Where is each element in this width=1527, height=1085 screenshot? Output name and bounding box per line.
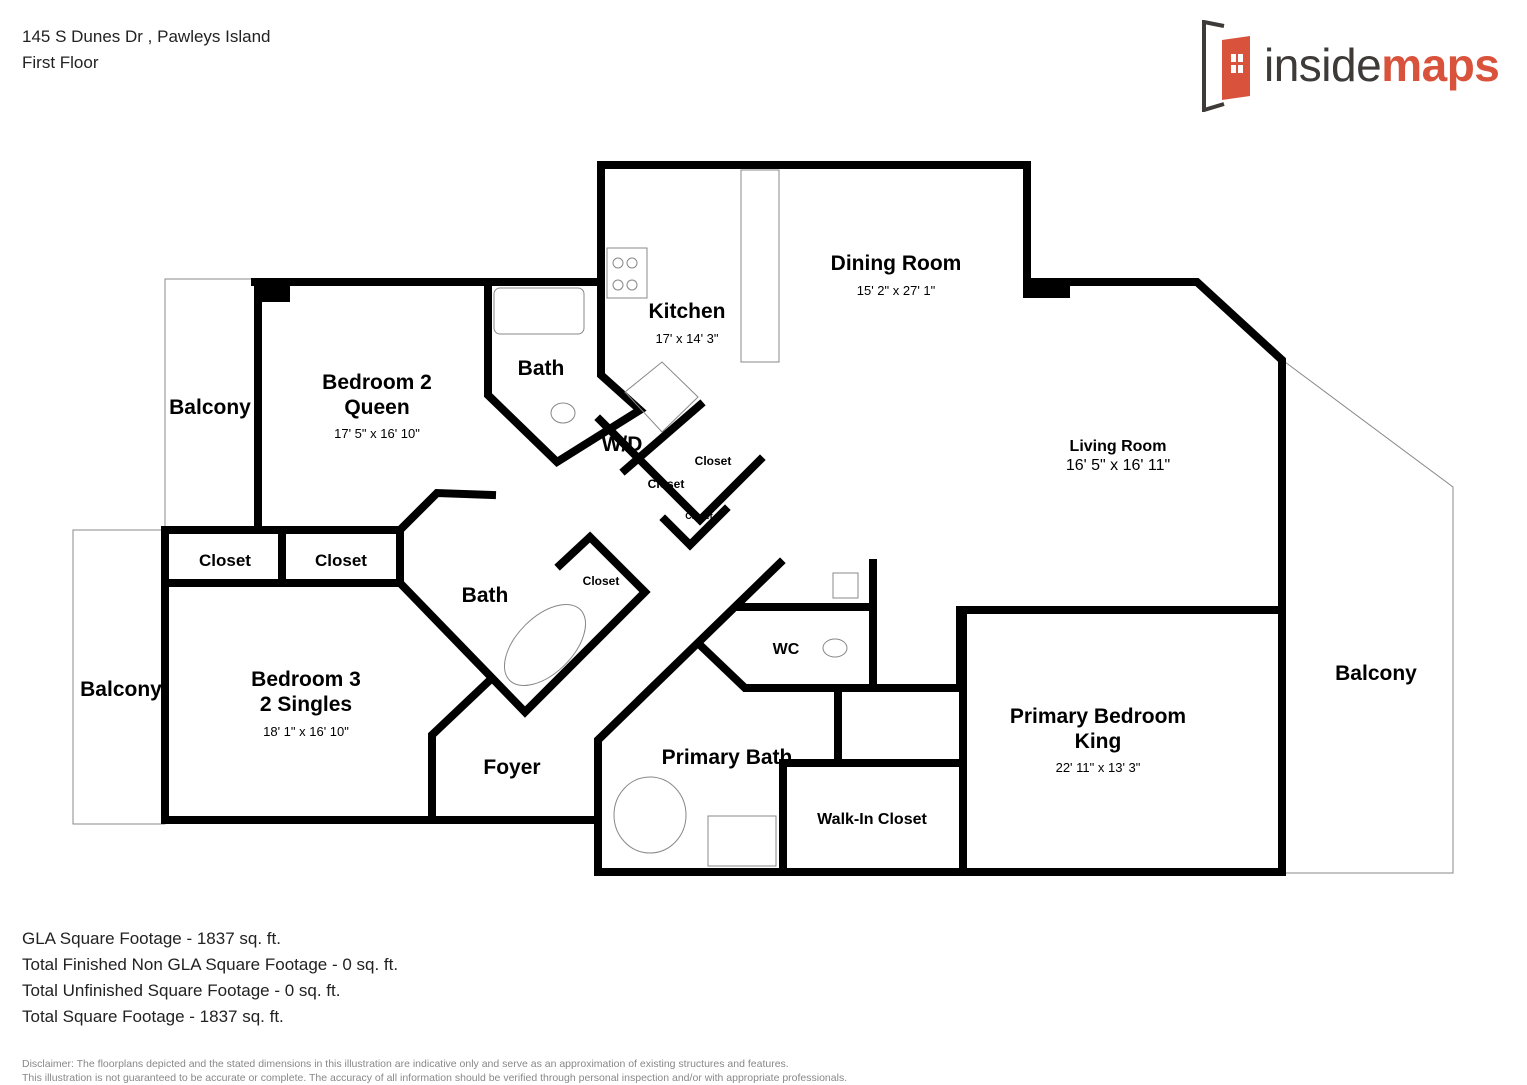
balcony-outline [1284,361,1454,874]
room-label-bedroom3-sub: 2 Singles [260,693,352,716]
room-label-bedroom2: Bedroom 2 [322,371,432,394]
room-label-closet: Closet [199,551,251,570]
room-label-dining: Dining Room [831,252,962,275]
fixtures [493,169,859,867]
room-label-wc: WC [773,641,800,658]
room-label-foyer: Foyer [483,756,540,779]
room-label-closet: Closet [695,454,732,468]
room-label-closet: Closet [583,574,620,588]
header: 145 S Dunes Dr , Pawleys Island First Fl… [22,24,271,76]
disclaimer: Disclaimer: The floorplans depicted and … [22,1058,848,1084]
room-label-primary-bath: Primary Bath [662,746,793,769]
stat-line: Total Square Footage - 1837 sq. ft. [22,1007,284,1026]
room-label-primary-bed-sub: King [1075,730,1122,753]
door-icon [1202,19,1250,113]
address: 145 S Dunes Dr , Pawleys Island [22,27,271,46]
room-dim-primary-bed: 22' 11" x 13' 3" [1056,760,1141,775]
room-dim-bedroom2: 17' 5" x 16' 10" [334,426,420,441]
room-label-walkin: Walk-In Closet [817,811,927,828]
floor-label: First Floor [22,53,99,72]
room-label-balcony: Balcony [169,396,251,419]
room-label-wd: W/D [602,433,643,456]
balcony-outline [72,529,166,825]
room-label-kitchen: Kitchen [648,300,725,323]
room-label-closet: Closet [315,551,367,570]
room-label-bath: Bath [518,357,565,380]
stat-line: GLA Square Footage - 1837 sq. ft. [22,929,281,948]
insidemaps-logo: insidemaps [1200,19,1510,113]
room-label-living: Living Room [1070,438,1167,455]
room-dim-dining: 15' 2" x 27' 1" [857,283,936,298]
room-label-closet: Closet [685,511,713,521]
square-footage-summary: GLA Square Footage - 1837 sq. ft. Total … [22,926,398,1030]
stat-line: Total Finished Non GLA Square Footage - … [22,955,399,974]
room-label-closet: Closet [648,477,685,491]
room-label-bedroom3: Bedroom 3 [251,668,361,691]
room-dim-living: 16' 5" x 16' 11" [1066,457,1170,474]
stat-line: Total Unfinished Square Footage - 0 sq. … [22,981,341,1000]
room-label-balcony: Balcony [1335,662,1417,685]
room-dim-kitchen: 17' x 14' 3" [655,331,718,346]
walls [161,161,1286,876]
room-label-bath: Bath [462,584,509,607]
room-label-primary-bed: Primary Bedroom [1010,705,1186,728]
room-dim-bedroom3: 18' 1" x 16' 10" [263,724,349,739]
room-label-bedroom2-sub: Queen [344,396,409,419]
room-label-balcony: Balcony [80,678,162,701]
